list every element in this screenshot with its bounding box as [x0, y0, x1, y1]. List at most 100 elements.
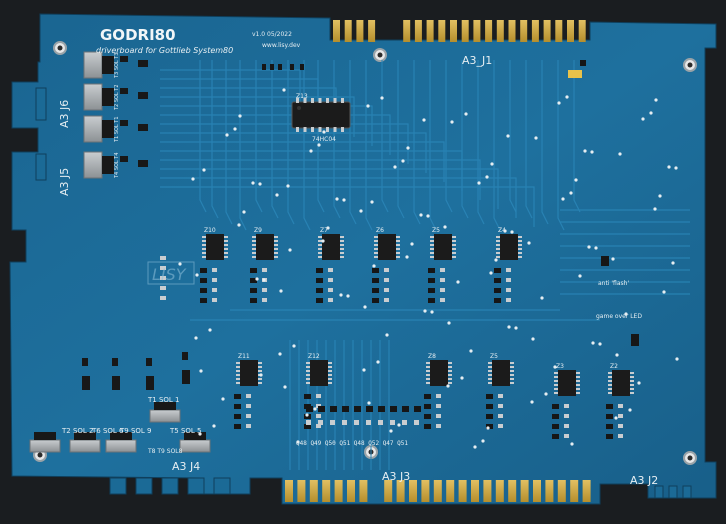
smd-resistor: [564, 434, 569, 438]
smd-transistor: [494, 298, 501, 303]
gold-finger: [297, 480, 306, 502]
chip-pin: [518, 240, 522, 242]
chip-pin: [554, 384, 558, 386]
chip-pin: [554, 376, 558, 378]
gold-finger: [485, 20, 493, 42]
via: [540, 296, 544, 300]
smd-resistor: [498, 394, 503, 398]
via: [262, 278, 266, 282]
gold-finger: [438, 20, 446, 42]
small-diode: [120, 88, 128, 94]
chip-pin: [224, 252, 228, 254]
dip-pin: [311, 98, 314, 103]
via: [649, 111, 653, 115]
small-diode: [120, 120, 128, 126]
chip-pin: [452, 244, 456, 246]
gold-finger: [567, 20, 574, 42]
chip-pin: [374, 236, 378, 238]
via: [275, 193, 279, 197]
chip-pin: [236, 370, 240, 372]
chip-pin: [426, 374, 430, 376]
chip-pin: [258, 382, 262, 384]
smd-resistor: [436, 414, 441, 418]
chip-pin: [396, 256, 400, 258]
game-over-label: game over LED: [596, 313, 642, 320]
connector-label-j1: A3_J1: [462, 54, 492, 67]
chip-pin: [496, 252, 500, 254]
chip-pin: [448, 382, 452, 384]
smd-transistor: [494, 278, 501, 283]
chip-pin: [430, 244, 434, 246]
smd-resistor: [564, 404, 569, 408]
via: [178, 262, 182, 266]
via: [202, 168, 206, 172]
transistor-label: T1 SOL T1: [114, 116, 120, 143]
chip-pin: [224, 248, 228, 250]
dip-chip-ref: Z13: [296, 93, 308, 100]
connector-pin: [135, 477, 153, 495]
smd-transistor: [366, 406, 373, 412]
power-transistor-tab: [179, 439, 211, 453]
smd-resistor: [498, 404, 503, 408]
via: [362, 368, 366, 372]
chip-pin: [274, 252, 278, 254]
chip-pin: [340, 236, 344, 238]
soic-chip: [558, 370, 576, 396]
transistor-label: T3 SOL T3: [114, 52, 120, 79]
smd-transistor: [234, 404, 241, 409]
via: [591, 341, 595, 345]
via: [198, 432, 202, 436]
via: [641, 117, 645, 121]
connector-pin: [654, 485, 664, 499]
via: [279, 289, 283, 293]
smd-resistor: [212, 298, 217, 302]
via: [238, 114, 242, 118]
smd-transistor: [606, 424, 613, 429]
gold-finger: [520, 20, 528, 42]
via: [317, 143, 321, 147]
chip-pin: [488, 370, 492, 372]
power-transistor-tab: [83, 51, 103, 79]
smd-resistor: [330, 420, 335, 425]
connector-label-j3: A3 J3: [382, 470, 410, 483]
via: [321, 239, 325, 243]
smd-transistor: [234, 424, 241, 429]
smd-resistor: [328, 298, 333, 302]
power-transistor-body: [102, 156, 114, 174]
gold-finger: [450, 20, 457, 42]
gold-finger: [508, 480, 517, 502]
chip-pin: [430, 252, 434, 254]
chip-pin: [340, 240, 344, 242]
chip-pin: [318, 236, 322, 238]
smd-transistor: [486, 404, 493, 409]
chip-pin: [630, 384, 634, 386]
chip-pin: [318, 240, 322, 242]
logo-text: LISY: [152, 265, 187, 284]
ic-ref-label: Z12: [308, 353, 320, 360]
chip-pin: [236, 378, 240, 380]
via: [658, 194, 662, 198]
smd-transistor: [316, 278, 323, 283]
gold-finger: [461, 20, 469, 42]
via: [195, 273, 199, 277]
smd-transistor: [424, 394, 431, 399]
chip-pin: [274, 256, 278, 258]
chip-pin: [426, 362, 430, 364]
ic-ref-label: Z4: [498, 227, 506, 234]
smd-transistor: [250, 278, 257, 283]
ic-ref-label: Z10: [204, 227, 216, 234]
chip-pin: [496, 236, 500, 238]
via: [237, 223, 241, 227]
chip-pin: [554, 380, 558, 382]
via: [460, 376, 464, 380]
gold-finger: [531, 20, 539, 42]
dip-chip-label: 74HC04: [312, 136, 336, 143]
chip-pin: [202, 256, 206, 258]
via: [557, 101, 561, 105]
chip-pin: [430, 256, 434, 258]
chip-pin: [202, 236, 206, 238]
chip-pin: [430, 248, 434, 250]
via: [366, 104, 370, 108]
smd-transistor: [494, 288, 501, 293]
smd-capacitor: [290, 64, 294, 70]
